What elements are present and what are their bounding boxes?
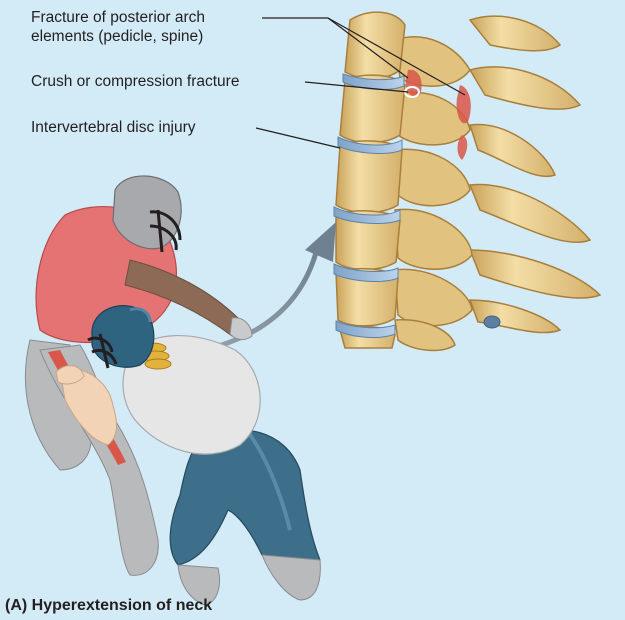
red-player-glove bbox=[230, 318, 252, 340]
figure-caption: (A) Hyperextension of neck bbox=[5, 597, 212, 615]
posterior-arch-label-line1: Fracture of posterior arch bbox=[31, 8, 205, 27]
posterior-arch-label: Fracture of posterior arch elements (ped… bbox=[31, 8, 205, 46]
spinous-processes bbox=[470, 16, 600, 332]
cervical-spine bbox=[334, 12, 600, 350]
posterior-arch-label-line2: elements (pedicle, spine) bbox=[31, 27, 205, 46]
motion-arrow bbox=[178, 222, 336, 356]
crush-fracture-label: Crush or compression fracture bbox=[31, 72, 239, 91]
ligament-bolt bbox=[484, 316, 500, 328]
vertebral-bodies bbox=[336, 12, 405, 348]
disc-injury-label: Intervertebral disc injury bbox=[31, 118, 196, 137]
football-players bbox=[25, 176, 320, 605]
